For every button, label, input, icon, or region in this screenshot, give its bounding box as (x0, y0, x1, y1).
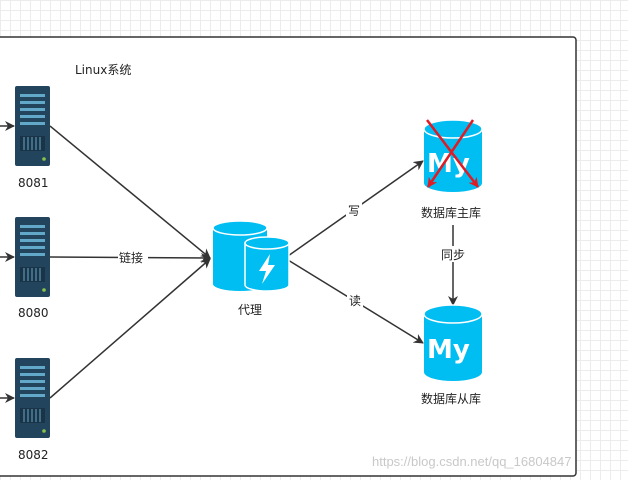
edge-s3-to-proxy (49, 258, 211, 399)
edge-label-read: 读 (349, 294, 361, 308)
mysql-logo-text: My (427, 335, 470, 365)
proxy-label: 代理 (238, 303, 262, 317)
edge-label-sync: 同步 (441, 248, 465, 262)
container-title: Linux系统 (75, 63, 131, 77)
edge-s1-to-proxy (49, 125, 211, 259)
edge-label-link: 链接 (119, 250, 143, 265)
crossed-out-icon (426, 119, 479, 188)
server-rack-icon (15, 358, 50, 438)
server-label: 8080 (18, 306, 49, 320)
database-slave-label: 数据库从库 (421, 391, 481, 406)
edge-label-write: 写 (348, 204, 360, 218)
database-master: My 数据库主库 (421, 119, 483, 220)
server-8082: 8082 (15, 358, 50, 462)
mysql-database-icon: My (423, 119, 483, 192)
server-rack-icon (15, 217, 50, 297)
proxy-node: 代理 (212, 220, 290, 317)
server-8081: 8081 (15, 86, 50, 190)
mysql-database-icon: My (423, 304, 483, 381)
server-label: 8082 (18, 448, 49, 462)
watermark: https://blog.csdn.net/qq_16804847 (372, 454, 572, 469)
server-rack-icon (15, 86, 50, 166)
database-master-label: 数据库主库 (421, 205, 481, 220)
lightning-icon (259, 254, 275, 284)
server-8080: 8080 (15, 217, 50, 320)
edge-labels: 链接 写 读 同步 (118, 202, 467, 308)
mysql-logo-text: My (427, 149, 470, 179)
server-label: 8081 (18, 176, 49, 190)
database-slave: My 数据库从库 (421, 304, 483, 406)
proxy-cylinders-icon (212, 220, 290, 292)
